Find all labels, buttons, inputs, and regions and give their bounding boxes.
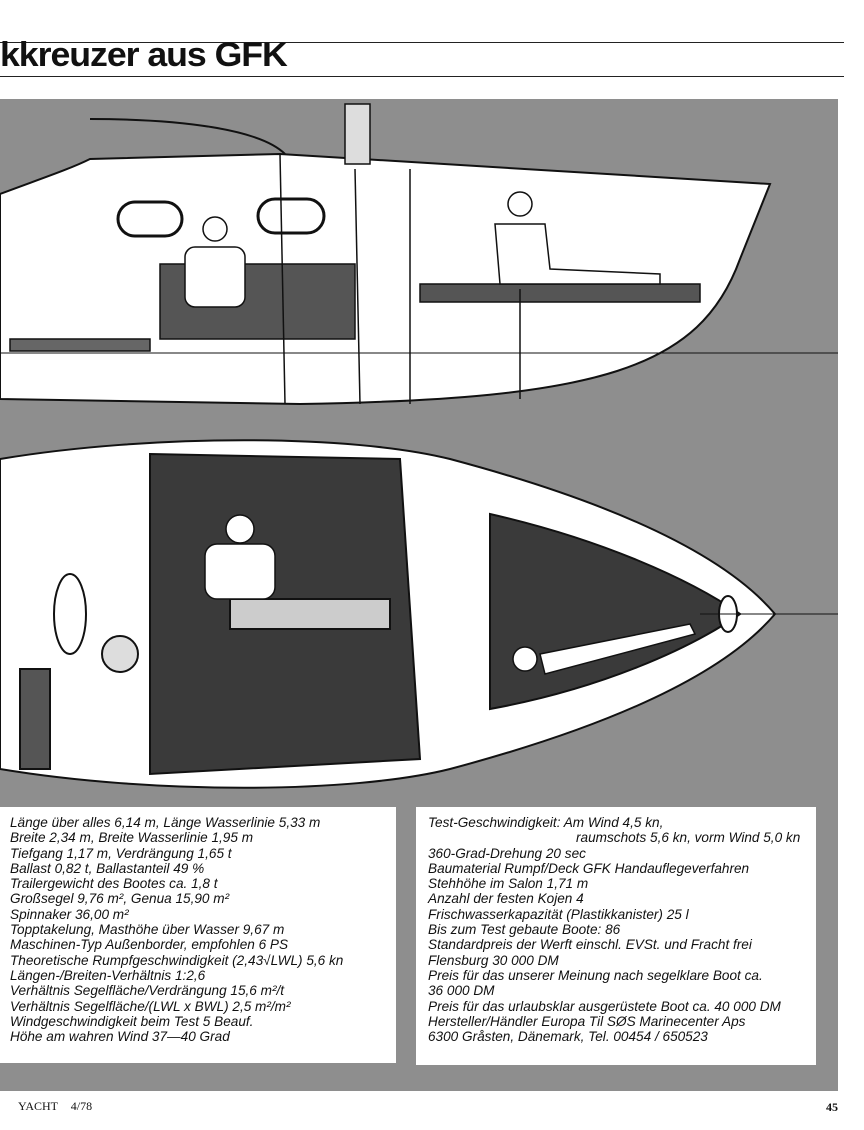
spec-line: Frischwasserkapazität (Plastikkanister) … bbox=[428, 906, 689, 922]
spec-line: Verhältnis Segelfläche/Verdrängung 15,6 … bbox=[10, 983, 285, 999]
spec-line: Großsegel 9,76 m², Genua 15,90 m² bbox=[10, 891, 230, 907]
spec-line: Baumaterial Rumpf/Deck GFK Handauflegeve… bbox=[428, 860, 750, 876]
top-rule bbox=[0, 42, 844, 43]
spec-line: Breite 2,34 m, Breite Wasserlinie 1,95 m bbox=[10, 830, 254, 846]
spec-line: Preis für das unserer Meinung nach segel… bbox=[428, 967, 763, 983]
plan-view-hull bbox=[0, 439, 777, 789]
spec-line: Ballast 0,82 t, Ballastanteil 49 % bbox=[10, 860, 205, 876]
spec-line: 6300 Gråsten, Dänemark, Tel. 00454 / 650… bbox=[428, 1029, 708, 1045]
spec-line: Flensburg 30 000 DM bbox=[428, 952, 559, 968]
side-profile-hull bbox=[0, 118, 772, 406]
spec-line: Standardpreis der Werft einschl. EVSt. u… bbox=[428, 937, 752, 953]
spec-line: Längen-/Breiten-Verhältnis 1:2,6 bbox=[10, 967, 206, 983]
spec-line: Länge über alles 6,14 m, Länge Wasserlin… bbox=[10, 815, 321, 830]
spec-line: Tiefgang 1,17 m, Verdrängung 1,65 t bbox=[10, 845, 232, 861]
boat-drawing bbox=[0, 103, 838, 789]
spec-line: Windgeschwindigkeit beim Test 5 Beauf. bbox=[10, 1013, 254, 1029]
footer-magazine: YACHT 4/78 bbox=[18, 1099, 92, 1114]
spec-line: Verhältnis Segelfläche/(LWL x BWL) 2,5 m… bbox=[10, 998, 291, 1014]
specs-right-panel: Test-Geschwindigkeit: Am Wind 4,5 kn, ra… bbox=[416, 807, 816, 1065]
spec-line: Höhe am wahren Wind 37—40 Grad bbox=[10, 1029, 230, 1045]
magazine-name: YACHT bbox=[18, 1099, 58, 1113]
spec-line: Maschinen-Typ Außenborder, empfohlen 6 P… bbox=[10, 937, 289, 953]
spec-line: Preis für das urlaubsklar ausgerüstete B… bbox=[428, 998, 781, 1014]
test-speed-line-continued: raumschots 5,6 kn, vorm Wind 5,0 kn bbox=[576, 830, 801, 846]
spec-line: 360-Grad-Drehung 20 sec bbox=[428, 845, 586, 861]
spec-line: 36 000 DM bbox=[428, 983, 495, 999]
issue-number: 4/78 bbox=[70, 1099, 93, 1113]
spec-line: Spinnaker 36,00 m² bbox=[10, 906, 129, 922]
spec-line: Hersteller/Händler Europa Til SØS Marine… bbox=[428, 1013, 746, 1029]
specs-left-panel: Länge über alles 6,14 m, Länge Wasserlin… bbox=[0, 807, 396, 1063]
spec-line: Bis zum Test gebaute Boote: 86 bbox=[428, 922, 621, 938]
spec-line: Anzahl der festen Kojen 4 bbox=[428, 891, 584, 907]
page-title: kkreuzer aus GFK bbox=[0, 36, 288, 74]
spec-line: Theoretische Rumpfgeschwindigkeit (2,43√… bbox=[10, 952, 344, 968]
test-speed-line: Test-Geschwindigkeit: Am Wind 4,5 kn, bbox=[428, 815, 664, 830]
spec-line: Stehhöhe im Salon 1,71 m bbox=[428, 876, 589, 892]
page-number: 45 bbox=[826, 1100, 838, 1114]
spec-line: Topptakelung, Masthöhe über Wasser 9,67 … bbox=[10, 922, 285, 938]
title-underline bbox=[0, 76, 844, 77]
spec-line: Trailergewicht des Bootes ca. 1,8 t bbox=[10, 876, 218, 892]
